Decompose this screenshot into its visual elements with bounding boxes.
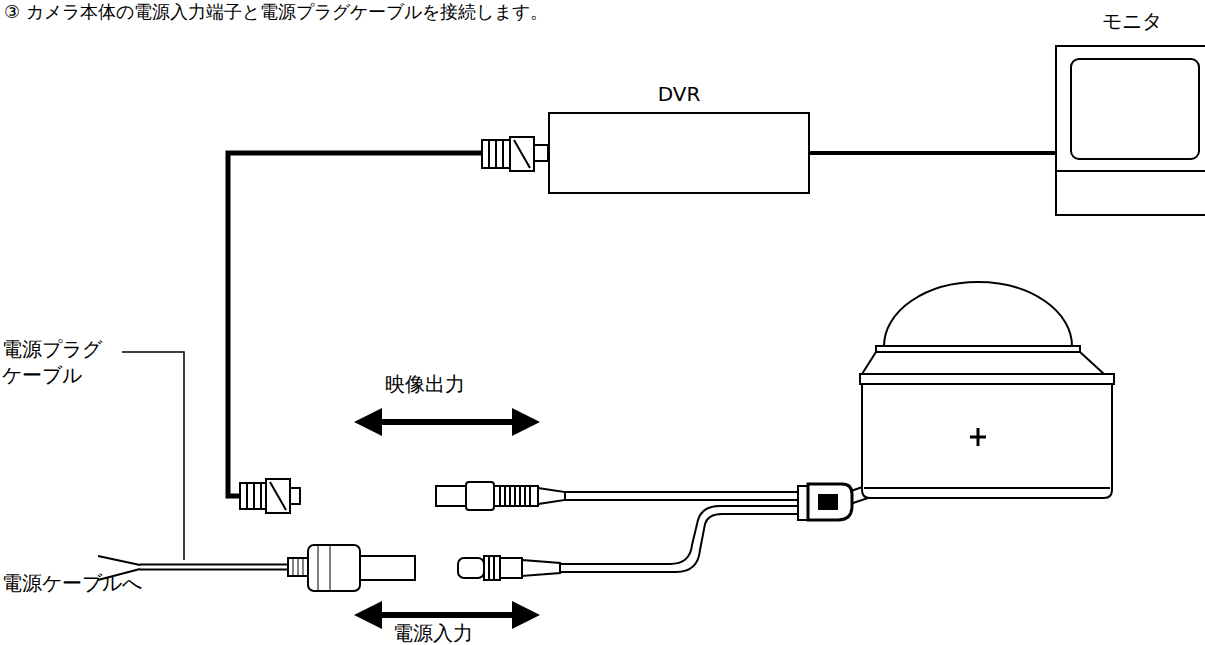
dome-camera — [860, 282, 1114, 498]
box-heading: DVR — [550, 84, 808, 104]
power-jack — [458, 556, 560, 580]
double-arrow — [354, 408, 540, 629]
step-instruction: ③ カメラ本体の電源入力端子と電源プラグケーブルを接続します。 — [4, 0, 548, 23]
power-input-label: 電源入力 — [393, 620, 473, 645]
power-plug-cable — [98, 545, 415, 591]
leader-line — [122, 352, 184, 560]
cable-splitter — [798, 484, 852, 520]
box-heading: モニタ — [1057, 11, 1205, 31]
video-output-label: 映像出力 — [385, 371, 465, 397]
bnc-connector — [482, 137, 548, 171]
bnc-connector — [240, 479, 300, 513]
coax-cable — [228, 153, 482, 496]
bnc-jack — [436, 482, 565, 510]
monitor-screen — [1057, 47, 1205, 214]
monitor-box: モニタ — [1055, 45, 1205, 216]
cable-name-label: 電源プラグ ケーブル — [2, 336, 120, 388]
video-cable — [810, 151, 1055, 155]
cable-destination-label: 電源ケーブルへ — [2, 570, 142, 596]
dvr-box: DVR — [548, 112, 810, 194]
